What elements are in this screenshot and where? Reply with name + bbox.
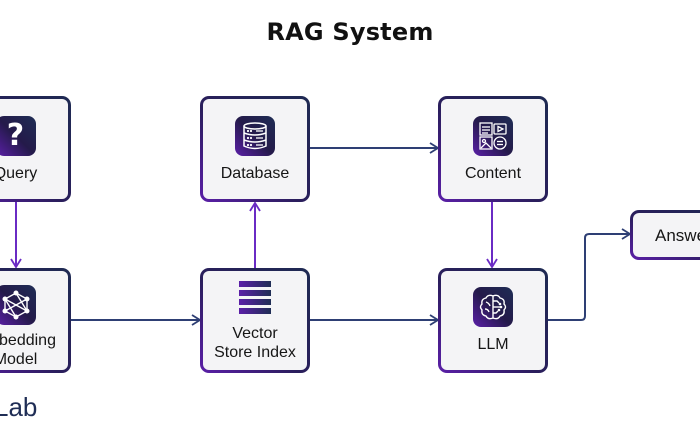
database-icon (235, 115, 275, 156)
network-graph-icon (0, 285, 36, 325)
edge-llm-to-answer (546, 228, 632, 321)
node-vector-store-label-line1: Vector (232, 325, 278, 342)
stacked-bars-icon (239, 281, 271, 314)
node-vector-store-label-line2: Store Index (214, 344, 296, 361)
node-content[interactable]: Content (438, 96, 548, 202)
node-vector-store-index[interactable]: Vector Store Index (200, 268, 310, 373)
node-database[interactable]: Database (200, 96, 310, 202)
diagram-title: RAG System (266, 18, 434, 46)
node-embedding-label-line2: Model (0, 351, 38, 368)
node-embedding-model[interactable]: Embedding Model (0, 268, 71, 373)
brain-circuit-icon (473, 287, 513, 327)
node-answer-label: Answer (655, 225, 700, 245)
node-database-label: Database (220, 164, 290, 182)
node-embedding-label-line1: Embedding (0, 332, 56, 349)
content-grid-icon (473, 115, 513, 156)
node-content-label: Content (464, 164, 522, 182)
node-llm-label: LLM (477, 336, 509, 353)
node-query[interactable]: ? Query (0, 96, 71, 202)
node-query-label: Query (0, 164, 38, 182)
question-mark-icon: ? (0, 115, 36, 156)
footer-brand-text: Lab (0, 392, 38, 422)
node-llm[interactable]: LLM (438, 268, 548, 373)
node-answer[interactable]: Answer (630, 210, 700, 260)
